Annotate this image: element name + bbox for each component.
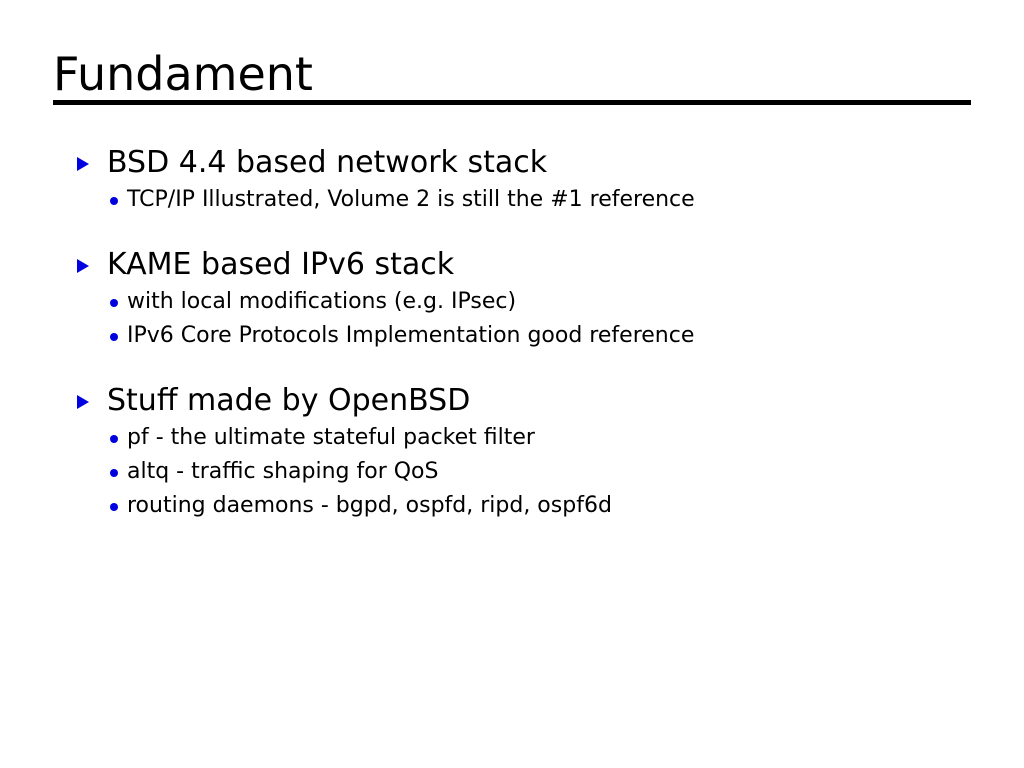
dot-bullet-icon [110, 503, 118, 511]
bullet-level2-label: routing daemons - bgpd, ospfd, ripd, osp… [127, 493, 612, 518]
bullet-level2: IPv6 Core Protocols Implementation good … [0, 319, 1024, 353]
bullet-level2-label: IPv6 Core Protocols Implementation good … [127, 323, 695, 348]
title-divider [53, 100, 971, 105]
triangle-bullet-icon [77, 259, 89, 273]
triangle-bullet-icon [77, 157, 89, 171]
sub-bullet-list: pf - the ultimate stateful packet filter… [0, 421, 1024, 523]
dot-bullet-icon [110, 469, 118, 477]
bullet-level1-label: BSD 4.4 based network stack [107, 145, 548, 180]
dot-bullet-icon [110, 299, 118, 307]
bullet-level2: TCP/IP Illustrated, Volume 2 is still th… [0, 183, 1024, 217]
bullet-level2-label: TCP/IP Illustrated, Volume 2 is still th… [127, 187, 695, 212]
bullet-level1-label: KAME based IPv6 stack [107, 247, 455, 282]
bullet-group: KAME based IPv6 stack with local modific… [0, 245, 1024, 353]
bullet-level2: routing daemons - bgpd, ospfd, ripd, osp… [0, 489, 1024, 523]
bullet-level2: altq - traffic shaping for QoS [0, 455, 1024, 489]
bullet-level2-label: with local modifications (e.g. IPsec) [127, 289, 517, 314]
bullet-group: Stuff made by OpenBSD pf - the ultimate … [0, 381, 1024, 523]
bullet-level1: BSD 4.4 based network stack [0, 143, 1024, 183]
bullet-level2: with local modifications (e.g. IPsec) [0, 285, 1024, 319]
dot-bullet-icon [110, 333, 118, 341]
page-title: Fundament [53, 47, 313, 101]
bullet-level1: Stuff made by OpenBSD [0, 381, 1024, 421]
bullet-level2: pf - the ultimate stateful packet filter [0, 421, 1024, 455]
triangle-bullet-icon [77, 395, 89, 409]
bullet-group: BSD 4.4 based network stack TCP/IP Illus… [0, 143, 1024, 217]
bullet-level1: KAME based IPv6 stack [0, 245, 1024, 285]
bullet-level2-label: pf - the ultimate stateful packet filter [127, 425, 535, 450]
bullet-level2-label: altq - traffic shaping for QoS [127, 459, 439, 484]
sub-bullet-list: TCP/IP Illustrated, Volume 2 is still th… [0, 183, 1024, 217]
bullet-level1-label: Stuff made by OpenBSD [107, 383, 471, 418]
dot-bullet-icon [110, 197, 118, 205]
slide-content: BSD 4.4 based network stack TCP/IP Illus… [0, 143, 1024, 523]
dot-bullet-icon [110, 435, 118, 443]
sub-bullet-list: with local modifications (e.g. IPsec) IP… [0, 285, 1024, 353]
